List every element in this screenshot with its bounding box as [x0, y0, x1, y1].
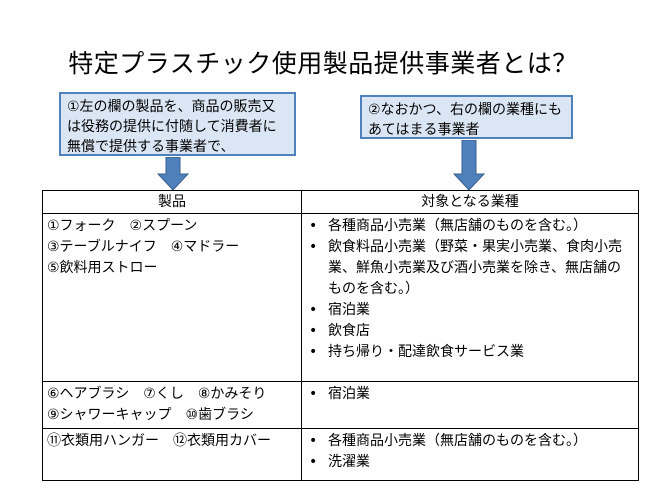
slide-title: 特定プラスチック使用製品提供事業者とは？ [68, 49, 578, 78]
list-item: •飲食料品小売業（野菜・果実小売業、食肉小売業、鮮魚小売業及び酒小売業を除き、無… [306, 237, 634, 300]
table-row: ⑥ヘアブラシ ⑦くし ⑧かみそり ⑨シャワーキャップ ⑩歯ブラシ •宿泊業 [42, 381, 639, 429]
callout-product-condition: ①左の欄の製品を、商品の販売又は役務の提供に付随して消費者に無償で提供する事業者… [59, 92, 296, 156]
header-industries: 対象となる業種 [301, 190, 639, 214]
list-item: •宿泊業 [306, 300, 634, 321]
bullet-icon: • [309, 454, 318, 470]
table-row: ①フォーク ②スプーン ③テーブルナイフ ④マドラー ⑤飲料用ストロー •各種商… [42, 213, 639, 382]
industries-cell: •各種商品小売業（無店舗のものを含む。） •洗濯業 [301, 428, 639, 481]
bullet-icon: • [309, 433, 318, 449]
bullet-icon: • [309, 344, 318, 360]
products-cell: ⑪衣類用ハンガー ⑫衣類用カバー [42, 428, 302, 481]
list-item: •各種商品小売業（無店舗のものを含む。） [306, 216, 634, 237]
table-row: ⑪衣類用ハンガー ⑫衣類用カバー •各種商品小売業（無店舗のものを含む。） •洗… [42, 428, 639, 481]
list-item: •洗濯業 [306, 452, 634, 473]
down-arrow-left-icon [157, 157, 189, 191]
down-arrow-right-icon [453, 140, 485, 191]
bullet-icon: • [309, 302, 318, 318]
table-header-row: 製品 対象となる業種 [42, 190, 639, 214]
list-item: •宿泊業 [306, 384, 634, 405]
callout-industry-condition: ②なおかつ、右の欄の業種にもあてはまる事業者 [360, 95, 573, 139]
products-cell: ①フォーク ②スプーン ③テーブルナイフ ④マドラー ⑤飲料用ストロー [42, 213, 302, 382]
industries-cell: •宿泊業 [301, 381, 639, 429]
header-products: 製品 [42, 190, 302, 214]
product-line: ⑥ヘアブラシ ⑦くし ⑧かみそり [47, 386, 267, 402]
list-item: •各種商品小売業（無店舗のものを含む。） [306, 431, 634, 452]
product-line: ⑨シャワーキャップ ⑩歯ブラシ [47, 407, 254, 423]
products-cell: ⑥ヘアブラシ ⑦くし ⑧かみそり ⑨シャワーキャップ ⑩歯ブラシ [42, 381, 302, 429]
product-line: ③テーブルナイフ ④マドラー [47, 239, 240, 255]
bullet-icon: • [309, 386, 318, 402]
bullet-icon: • [309, 218, 318, 234]
product-line: ⑪衣類用ハンガー ⑫衣類用カバー [47, 433, 271, 449]
bullet-icon: • [309, 239, 318, 255]
product-industry-table: 製品 対象となる業種 ①フォーク ②スプーン ③テーブルナイフ ④マドラー ⑤飲… [42, 190, 639, 481]
list-item: •持ち帰り・配達飲食サービス業 [306, 342, 634, 363]
bullet-icon: • [309, 323, 318, 339]
industries-cell: •各種商品小売業（無店舗のものを含む。） •飲食料品小売業（野菜・果実小売業、食… [301, 213, 639, 382]
product-line: ⑤飲料用ストロー [47, 260, 158, 276]
product-line: ①フォーク ②スプーン [47, 218, 198, 234]
list-item: •飲食店 [306, 321, 634, 342]
